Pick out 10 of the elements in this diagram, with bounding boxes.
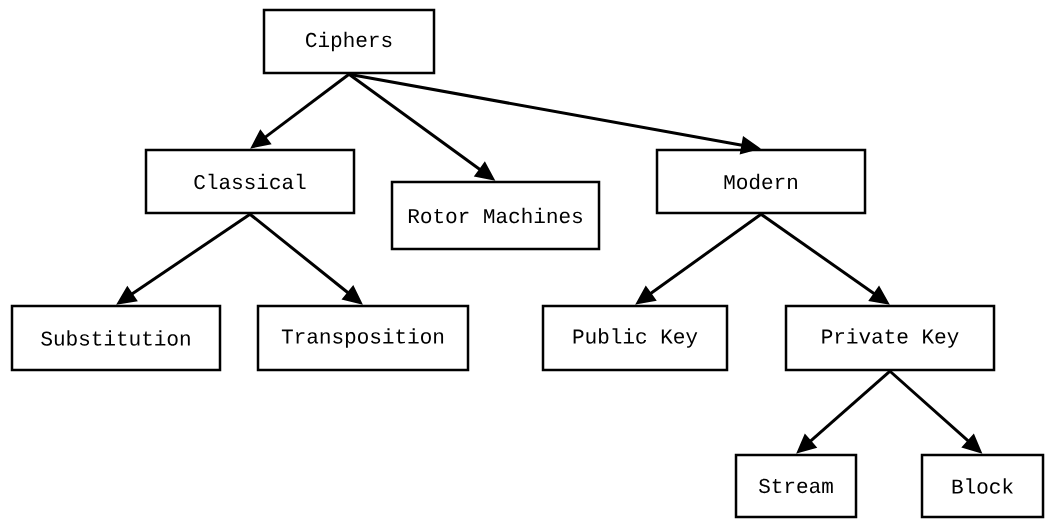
text-box: Stream	[734, 453, 858, 519]
text-box: Classical	[144, 148, 356, 215]
text-box: Substitution	[10, 304, 222, 372]
text-box: Modern	[655, 148, 867, 215]
text-box: Private Key	[784, 304, 996, 372]
text-box: Ciphers	[262, 8, 436, 75]
text-box: Public Key	[541, 304, 729, 372]
text-box: Block	[920, 453, 1045, 519]
text-box: Rotor Machines	[390, 180, 601, 251]
text-box: Transposition	[256, 304, 470, 372]
